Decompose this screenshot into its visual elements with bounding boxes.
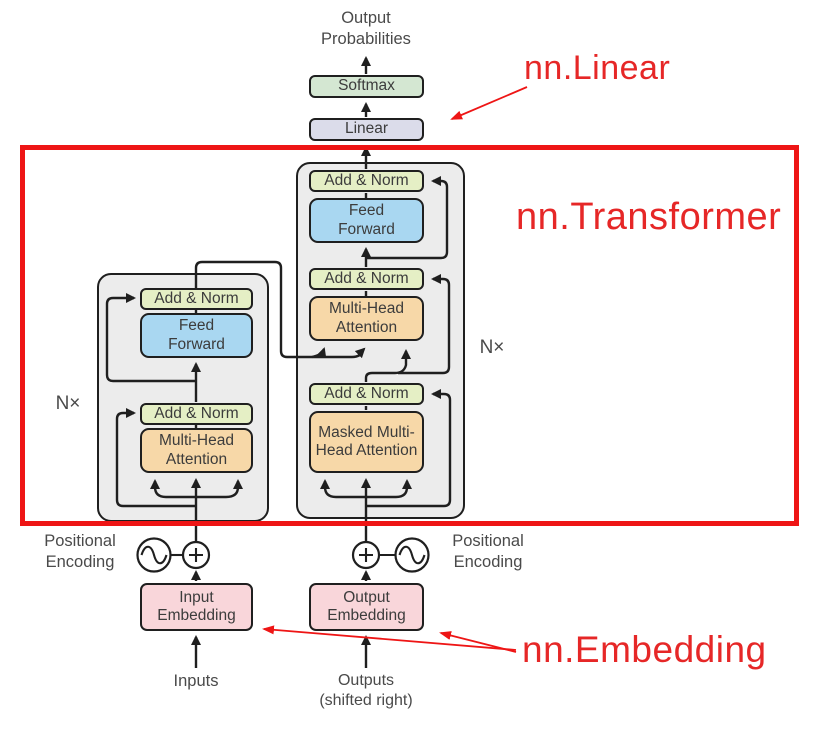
outputs-shifted-right-label: Outputs (shifted right) [319, 672, 413, 710]
decoder-query-jog [364, 349, 411, 382]
decoder-feed-forward-box: Feed Forward [309, 198, 424, 243]
sine-glyph-right [398, 545, 426, 565]
masked-mha-fan-left [320, 479, 366, 499]
encoder-mha-fan-left [150, 479, 196, 499]
encoder-mha-fan-right [196, 479, 243, 499]
decoder-add-norm-middle-box: Add & Norm [309, 268, 424, 290]
nn-linear-annotation: nn.Linear [524, 49, 671, 87]
linear-label: Linear [344, 120, 389, 138]
masked-multi-head-attention-box: Masked Multi-Head Attention [309, 411, 424, 473]
n-times-left-label: N× [55, 393, 81, 414]
masked-multi-head-attention-label: Masked Multi-Head Attention [315, 423, 418, 459]
feed-forward-label: Feed Forward [168, 317, 225, 353]
add-norm-label: Add & Norm [154, 289, 239, 307]
plus-glyph-left [189, 548, 203, 562]
input-embedding-box: Input Embedding [140, 583, 253, 631]
add-norm-label: Add & Norm [154, 404, 239, 422]
output-embedding-box: Output Embedding [309, 583, 424, 631]
n-times-right-label: N× [479, 337, 505, 358]
encoder-add-norm-top-box: Add & Norm [140, 288, 253, 310]
decoder-add-norm-bottom-box: Add & Norm [309, 383, 424, 405]
multi-head-attention-label: Multi-Head Attention [329, 300, 404, 336]
masked-mha-fan-right [366, 479, 412, 499]
add-norm-label: Add & Norm [324, 384, 409, 402]
encoder-feed-forward-box: Feed Forward [140, 313, 253, 358]
encoder-multi-head-attention-box: Multi-Head Attention [140, 428, 253, 473]
nn-transformer-annotation: nn.Transformer [516, 196, 782, 238]
positional-encoding-right-label: Positional Encoding [452, 532, 524, 572]
nn-embedding-annotation: nn.Embedding [522, 629, 767, 670]
add-norm-label: Add & Norm [324, 171, 409, 189]
decoder-multi-head-attention-box: Multi-Head Attention [309, 296, 424, 341]
decoder-add-norm-top-box: Add & Norm [309, 170, 424, 192]
softmax-label: Softmax [338, 77, 395, 95]
positional-encoding-left-label: Positional Encoding [44, 532, 116, 572]
input-embedding-label: Input Embedding [157, 588, 236, 624]
feed-forward-label: Feed Forward [338, 202, 395, 238]
output-embedding-label: Output Embedding [327, 588, 406, 624]
softmax-box: Softmax [309, 75, 424, 98]
inputs-label: Inputs [173, 672, 219, 690]
output-probabilities-label: Output Probabilities [321, 9, 411, 49]
encoder-add-norm-bottom-box: Add & Norm [140, 403, 253, 425]
multi-head-attention-label: Multi-Head Attention [159, 432, 234, 468]
add-norm-label: Add & Norm [324, 269, 409, 287]
plus-glyph-right [359, 548, 373, 562]
sine-glyph-left [140, 545, 168, 565]
linear-box: Linear [309, 118, 424, 141]
